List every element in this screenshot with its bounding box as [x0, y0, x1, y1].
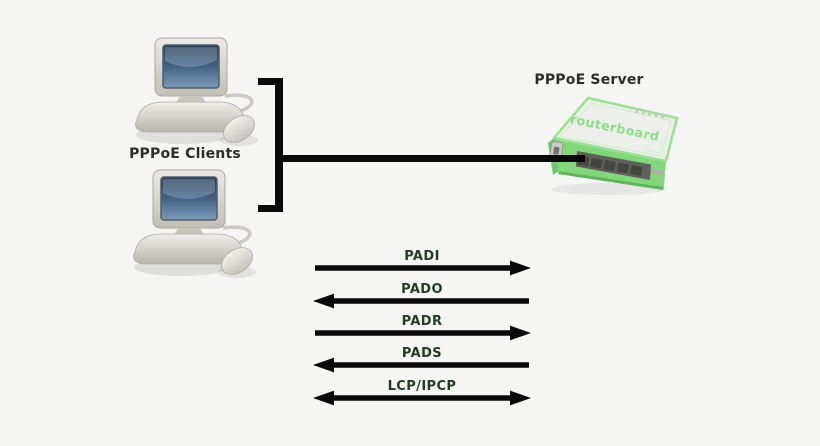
client-computer-icon-bottom [131, 168, 261, 280]
message-row-padr: PADR [312, 315, 532, 349]
message-label: PADO [401, 282, 443, 297]
clients-label: PPPoE Clients [129, 146, 241, 162]
vent-dashes [635, 108, 665, 119]
ethernet-ports [576, 151, 663, 180]
message-row-pado: PADO [312, 283, 532, 317]
message-row-padi: PADI [312, 250, 532, 284]
message-label: LCP/IPCP [387, 379, 457, 394]
message-label: PADS [401, 346, 443, 361]
message-row-lcp-ipcp: LCP/IPCP [312, 380, 532, 414]
bracket-top-stub [258, 78, 283, 85]
message-label: PADI [404, 249, 440, 264]
arrow-both-icon [313, 390, 531, 406]
router-device-icon: routerboard [548, 96, 679, 195]
arrow-left-icon [313, 293, 529, 309]
bracket-bottom-stub [258, 205, 283, 212]
message-label: PADR [401, 314, 443, 329]
arrow-right-icon [315, 325, 531, 341]
arrow-left-icon [313, 357, 529, 373]
bracket-vertical-bar [275, 78, 283, 212]
arrow-right-icon [315, 260, 531, 276]
network-line [278, 155, 585, 162]
client-computer-icon-top [133, 36, 263, 148]
message-row-pads: PADS [312, 347, 532, 381]
server-label: PPPoE Server [534, 72, 644, 88]
